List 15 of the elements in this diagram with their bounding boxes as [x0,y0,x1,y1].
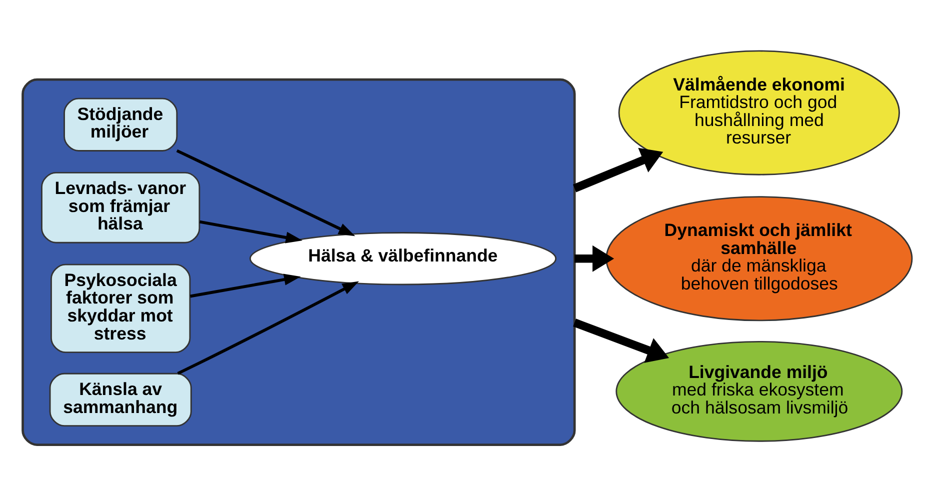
node-box: Levnads- vanor som främjar hälsa [41,171,200,243]
cluster [22,78,576,446]
arrow [177,280,359,374]
node-ellipse: Välmående ekonomi Framtidstro och god hushållning med resurser [618,50,900,175]
arrow [573,318,670,362]
node-box: Psykosociala faktorer som skyddar mot stress [50,263,191,352]
arrow [200,220,302,243]
arrow [176,148,356,236]
node-ellipse: Dynamiskt och jämlikt samhälle där de mänskliga behoven tillgodoses [606,196,913,321]
arrow [572,147,664,192]
node-ellipse: Livgivande miljö med friska ekosystem och hälsosam livsmiljö [616,340,903,442]
arrow [574,244,614,272]
node-box: Känsla av sammanhang [49,372,192,426]
node-box: Stödjande miljöer [64,97,178,151]
arrow [190,273,301,298]
